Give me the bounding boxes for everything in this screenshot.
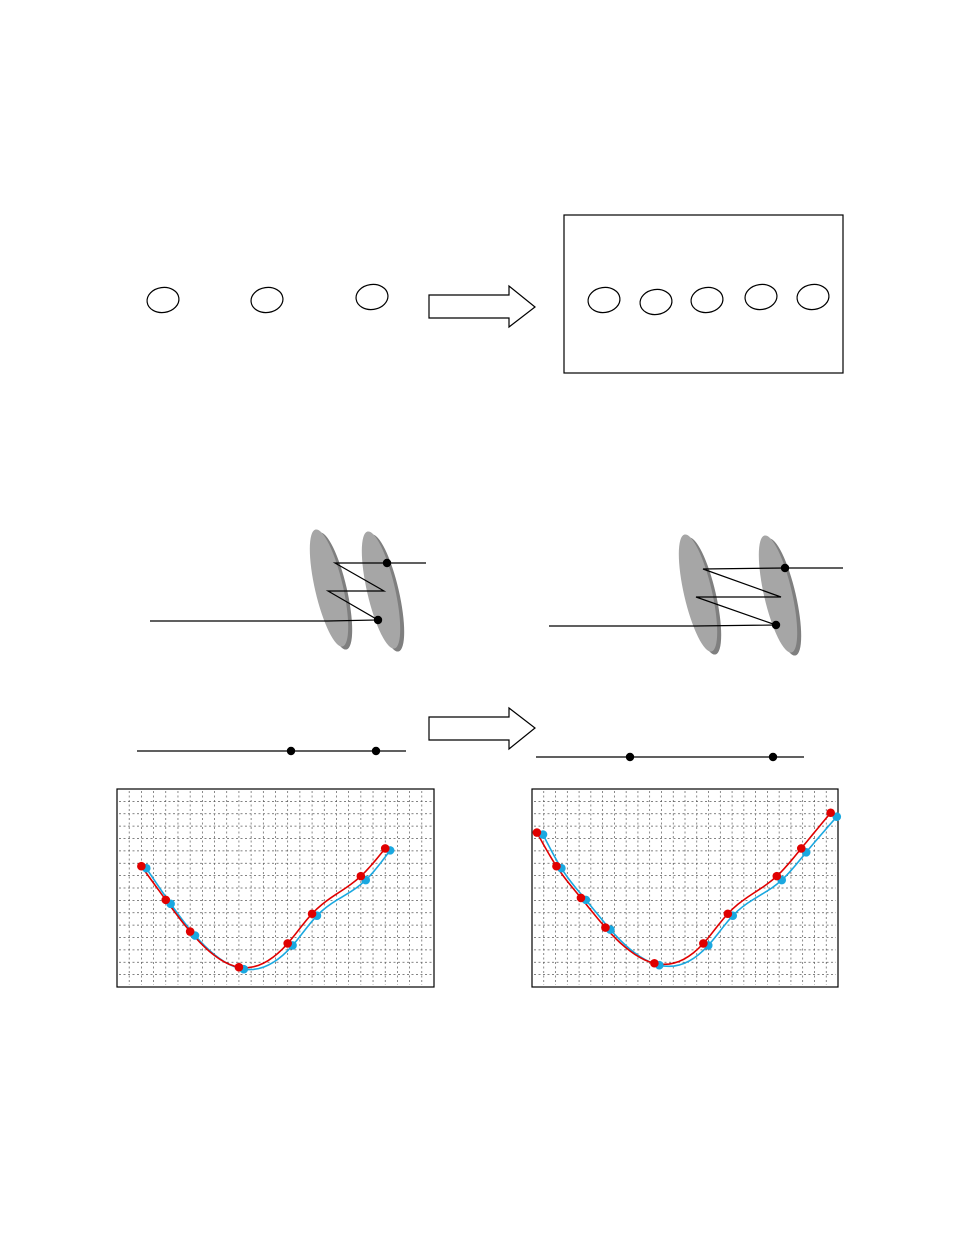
ellipse-before-1 [145, 285, 180, 314]
data-point-series-1 [308, 909, 317, 918]
right-arrow-icon [429, 708, 535, 749]
ray-point-right-in [772, 621, 780, 629]
data-point-series-1 [357, 872, 366, 881]
baseline-left [137, 747, 406, 755]
lens-assembly-right [549, 531, 843, 658]
data-point-series-1 [552, 862, 561, 871]
ellipses-after-group [586, 282, 830, 316]
data-point-series-1 [773, 872, 782, 881]
ellipse-after-4 [743, 282, 778, 311]
data-point-series-1 [186, 927, 195, 936]
ellipse-before-3 [354, 282, 389, 311]
ellipses-after-box [564, 215, 843, 373]
baseline-point-left-2 [372, 747, 380, 755]
data-point-series-1 [577, 894, 586, 903]
ray-point-left-out [383, 559, 391, 567]
ellipses-before-group [145, 282, 389, 314]
ellipse-after-2 [638, 287, 673, 316]
data-point-series-1 [724, 909, 733, 918]
data-point-series-1 [381, 844, 390, 853]
data-point-series-1 [161, 896, 170, 905]
data-point-series-1 [533, 828, 542, 837]
data-point-series-1 [283, 939, 292, 948]
baseline-point-left-1 [287, 747, 295, 755]
ellipse-before-2 [249, 285, 284, 314]
ellipse-after-5 [795, 282, 830, 311]
baseline-right [536, 753, 804, 761]
baseline-point-right-1 [626, 753, 634, 761]
data-point-series-1 [826, 808, 835, 817]
ray-point-left-in [374, 616, 382, 624]
lens-right-1 [671, 531, 725, 654]
ray-point-right-out [781, 564, 789, 572]
lens-left-2 [354, 528, 408, 651]
lens-left-1 [302, 526, 356, 649]
baseline-point-right-2 [769, 753, 777, 761]
data-point-series-1 [137, 862, 146, 871]
ellipse-after-1 [586, 285, 621, 314]
scatter-chart-left [117, 789, 434, 987]
lens-right-2 [751, 532, 805, 655]
scatter-chart-right [532, 789, 841, 987]
lens-assembly-left [150, 526, 426, 654]
data-point-series-1 [601, 923, 610, 932]
data-point-series-1 [797, 844, 806, 853]
data-point-series-1 [699, 939, 708, 948]
right-arrow-icon [429, 286, 535, 327]
data-point-series-1 [650, 959, 659, 968]
data-point-series-1 [235, 963, 244, 972]
ellipse-after-3 [689, 285, 724, 314]
